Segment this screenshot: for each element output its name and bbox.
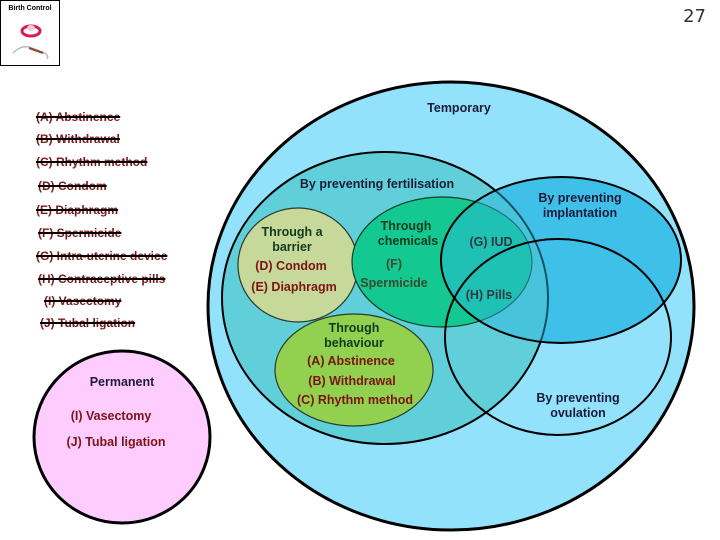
condom-icon bbox=[20, 24, 42, 38]
temporary-title: Temporary bbox=[427, 101, 491, 115]
behaviour-item: (B) Withdrawal bbox=[308, 374, 395, 388]
struck-item: (D) Condom bbox=[38, 179, 107, 193]
ovulation-ellipse bbox=[444, 238, 672, 436]
permanent-item: (I) Vasectomy bbox=[71, 409, 152, 423]
implantation-title: By preventing bbox=[538, 191, 621, 205]
page-number: 27 bbox=[683, 6, 706, 27]
struck-item: (E) Diaphragm bbox=[36, 203, 119, 217]
struck-item: (I) Vasectomy bbox=[44, 294, 122, 308]
struck-item: (C) Rhythm method bbox=[36, 155, 148, 169]
permanent-title: Permanent bbox=[90, 375, 155, 389]
struck-item: (B) Withdrawal bbox=[36, 132, 120, 146]
struck-item: (F) Spermicide bbox=[38, 226, 122, 240]
chemicals-item: Spermicide bbox=[360, 276, 427, 290]
barrier-title: barrier bbox=[272, 240, 312, 254]
ovulation-title: By preventing bbox=[536, 391, 619, 405]
ovulation-item: (H) Pills bbox=[466, 288, 513, 302]
implantation-overlay bbox=[441, 177, 681, 343]
behaviour-item: (A) Abstinence bbox=[307, 354, 395, 368]
struck-item: (A) Abstinence bbox=[36, 110, 121, 124]
struck-item: (H) Contraceptive pills bbox=[38, 272, 166, 286]
barrier-title: Through a bbox=[261, 225, 323, 239]
chemicals-title: Through bbox=[381, 219, 432, 233]
permanent-item: (J) Tubal ligation bbox=[66, 435, 165, 449]
permanent-circle bbox=[32, 349, 212, 525]
behaviour-ellipse bbox=[274, 313, 434, 427]
barrier-item: (D) Condom bbox=[255, 259, 327, 273]
struck-item: (G) Intra-uterine device bbox=[36, 249, 168, 263]
implantation-item: (G) IUD bbox=[469, 235, 512, 249]
behaviour-item: (C) Rhythm method bbox=[297, 393, 413, 407]
ovulation-title: ovulation bbox=[550, 406, 606, 420]
chemicals-item: (F) bbox=[386, 257, 402, 271]
implantation-title: implantation bbox=[543, 206, 617, 220]
fertilisation-title: By preventing fertilisation bbox=[300, 177, 454, 191]
implantation-ellipse bbox=[440, 176, 682, 344]
behaviour-title: Through bbox=[329, 321, 380, 335]
birth-control-logo: Birth Control bbox=[0, 0, 60, 66]
logo-graphic bbox=[12, 24, 49, 60]
struck-item: (J) Tubal ligation bbox=[40, 316, 136, 330]
behaviour-title: behaviour bbox=[324, 336, 384, 350]
barrier-item: (E) Diaphragm bbox=[251, 280, 336, 294]
iud-icon bbox=[12, 45, 49, 60]
chemicals-title: chemicals bbox=[378, 234, 439, 248]
logo-title: Birth Control bbox=[8, 5, 52, 12]
